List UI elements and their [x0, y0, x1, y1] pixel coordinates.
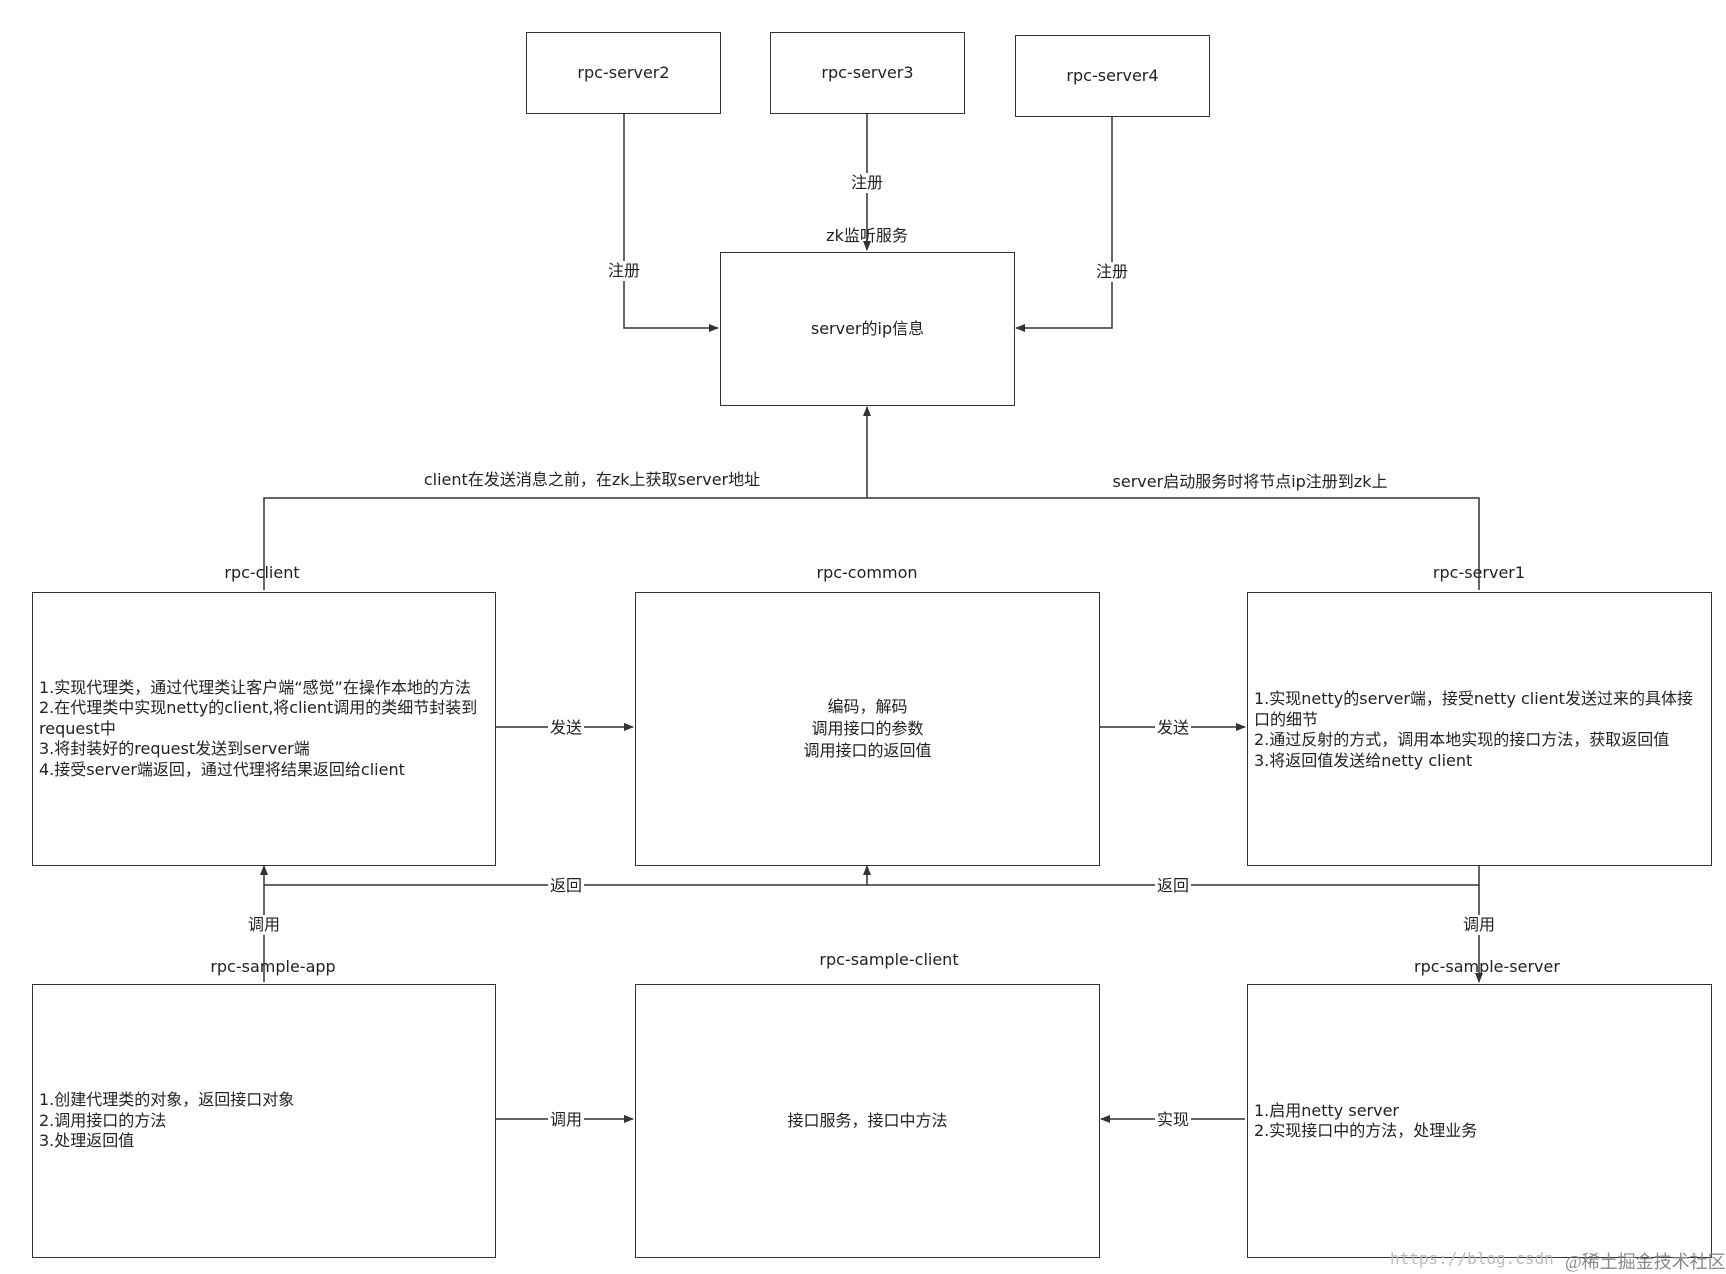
label-return-left: 返回 — [547, 876, 585, 896]
label-call-server1-sampleserver: 调用 — [1460, 915, 1498, 935]
node-rpc-client-body: 1.实现代理类，通过代理类让客户端“感觉”在操作本地的方法 2.在代理类中实现n… — [39, 593, 489, 865]
node-rpc-server2-text: rpc-server2 — [577, 63, 670, 82]
node-rpc-sample-client-text: 接口服务，接口中方法 — [787, 1111, 948, 1130]
node-rpc-client-line-1: 1.实现代理类，通过代理类让客户端“感觉”在操作本地的方法 — [39, 677, 471, 697]
label-return-right: 返回 — [1154, 876, 1192, 896]
node-rpc-sample-server-body: 1.启用netty server 2.实现接口中的方法，处理业务 — [1254, 985, 1705, 1257]
node-rpc-sample-client-title: rpc-sample-client — [819, 950, 959, 969]
edge-server2-to-zk — [623, 114, 719, 332]
label-send-client-common: 发送 — [547, 718, 585, 738]
node-rpc-server4: rpc-server4 — [1015, 35, 1210, 117]
node-rpc-client-title: rpc-client — [224, 563, 300, 582]
label-client-to-zk: client在发送消息之前，在zk上获取server地址 — [423, 470, 761, 489]
node-rpc-sample-client: 接口服务，接口中方法 — [635, 984, 1100, 1258]
node-rpc-server1-title: rpc-server1 — [1432, 563, 1526, 582]
label-implement: 实现 — [1154, 1110, 1192, 1130]
node-rpc-server1-line-3: 3.将返回值发送给netty client — [1254, 750, 1473, 770]
node-zk: server的ip信息 — [720, 252, 1015, 406]
watermark-url: https://blog.csdn — [1390, 1249, 1554, 1268]
node-rpc-sample-app-body: 1.创建代理类的对象，返回接口对象 2.调用接口的方法 3.处理返回值 — [39, 985, 489, 1257]
node-rpc-common-title: rpc-common — [816, 563, 918, 582]
label-server-to-zk: server启动服务时将节点ip注册到zk上 — [1112, 472, 1388, 491]
node-rpc-sample-app: 1.创建代理类的对象，返回接口对象 2.调用接口的方法 3.处理返回值 — [32, 984, 496, 1258]
node-rpc-sample-server-line-1: 1.启用netty server — [1254, 1100, 1400, 1120]
node-rpc-server2: rpc-server2 — [526, 32, 721, 114]
node-rpc-sample-app-line-3: 3.处理返回值 — [39, 1131, 135, 1151]
node-rpc-server3-text: rpc-server3 — [821, 63, 914, 82]
edge-server4-to-zk — [1015, 117, 1113, 332]
node-rpc-server1-line-1: 1.实现netty的server端，接受netty client发送过来的具体接… — [1254, 689, 1693, 729]
node-zk-text: server的ip信息 — [810, 319, 925, 338]
node-rpc-client-line-2: 2.在代理类中实现netty的client,将client调用的类细节封装到re… — [39, 698, 478, 738]
label-register-server3: 注册 — [848, 173, 886, 193]
node-rpc-client-line-3: 3.将封装好的request发送到server端 — [39, 739, 310, 759]
node-rpc-server1-line-2: 2.通过反射的方式，调用本地实现的接口方法，获取返回值 — [1254, 730, 1670, 749]
node-rpc-server3: rpc-server3 — [770, 32, 965, 114]
edge-client-to-zk — [263, 497, 1480, 590]
node-rpc-client-line-4: 4.接受server端返回，通过代理将结果返回给client — [39, 759, 405, 779]
node-rpc-server1: 1.实现netty的server端，接受netty client发送过来的具体接… — [1247, 592, 1712, 866]
node-rpc-common: 编码，解码 调用接口的参数 调用接口的返回值 — [635, 592, 1100, 866]
label-register-server4: 注册 — [1093, 262, 1131, 282]
edge-return — [264, 865, 1480, 886]
label-call-app-sampleclient: 调用 — [547, 1110, 585, 1130]
node-rpc-server1-body: 1.实现netty的server端，接受netty client发送过来的具体接… — [1254, 593, 1705, 865]
node-rpc-sample-app-line-2: 2.调用接口的方法 — [39, 1110, 167, 1130]
label-register-server2: 注册 — [605, 261, 643, 281]
node-rpc-sample-server-line-2: 2.实现接口中的方法，处理业务 — [1254, 1121, 1478, 1140]
label-send-common-server1: 发送 — [1154, 718, 1192, 738]
node-rpc-sample-app-line-1: 1.创建代理类的对象，返回接口对象 — [39, 1090, 295, 1110]
label-call-app-client: 调用 — [245, 915, 283, 935]
node-rpc-client: 1.实现代理类，通过代理类让客户端“感觉”在操作本地的方法 2.在代理类中实现n… — [32, 592, 496, 866]
watermark-credit: @稀土掘金技术社区 — [1565, 1252, 1726, 1272]
node-rpc-sample-app-title: rpc-sample-app — [210, 957, 336, 976]
node-rpc-server4-text: rpc-server4 — [1066, 66, 1159, 85]
node-rpc-sample-server-title: rpc-sample-server — [1414, 957, 1560, 976]
node-rpc-common-text: 编码，解码 调用接口的参数 调用接口的返回值 — [803, 697, 932, 760]
node-rpc-sample-server: 1.启用netty server 2.实现接口中的方法，处理业务 — [1247, 984, 1712, 1258]
node-zk-title: zk监听服务 — [826, 226, 908, 245]
